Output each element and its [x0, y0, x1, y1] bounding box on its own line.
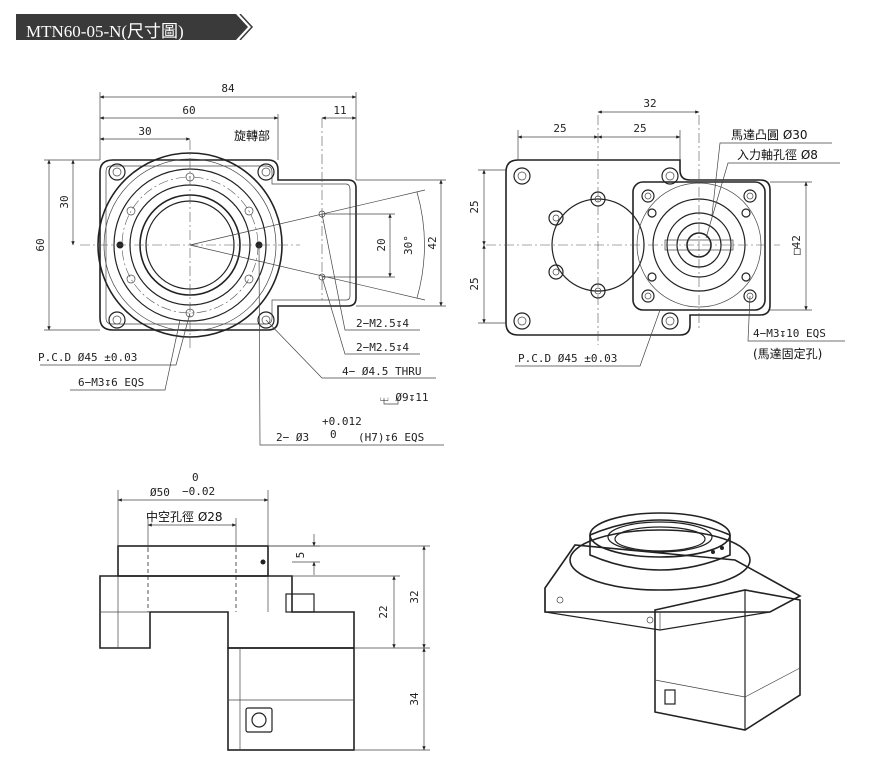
callout-m25-a: 2−M2.5↧4 — [356, 317, 409, 330]
callout-pin-hole: 2− Ø3 — [276, 431, 309, 444]
dim-32-side: 32 — [408, 590, 421, 603]
callout-motor-holes: (馬達固定孔) — [753, 346, 822, 361]
dim-5: 5 — [294, 552, 307, 559]
dim-34: 34 — [408, 692, 421, 706]
dim-22: 22 — [377, 605, 390, 618]
label-rotary-part: 旋轉部 — [234, 128, 270, 143]
label-input-shaft: 入力軸孔徑 Ø8 — [737, 148, 818, 162]
dim-42: 42 — [426, 236, 439, 249]
dim-84: 84 — [221, 82, 235, 95]
dim-25-rear-left: 25 — [553, 122, 566, 135]
isometric-view — [544, 512, 802, 731]
side-view: Ø50 0 −0.02 中空孔徑 Ø28 5 22 32 34 — [99, 471, 430, 751]
front-view: 84 60 30 11 旋轉部 60 30 20 30° 42 2−M2.5↧4… — [34, 82, 446, 446]
callout-m25-b: 2−M2.5↧4 — [356, 341, 409, 354]
dim-30-degree: 30° — [402, 235, 415, 255]
dim-32-rear: 32 — [643, 97, 656, 110]
rear-view: 32 25 25 馬達凸圓 Ø30 入力軸孔徑 Ø8 25 25 □42 P.C… — [468, 97, 845, 367]
dim-20: 20 — [375, 238, 388, 251]
dim-60-width: 60 — [182, 104, 195, 117]
dim-od50: Ø50 — [150, 486, 170, 499]
dim-od50-tol-lower: −0.02 — [182, 485, 215, 498]
callout-thru-hole: 4− Ø4.5 THRU — [342, 365, 421, 378]
dim-od50-tol-upper: 0 — [192, 471, 199, 484]
callout-m3-eqs: 6−M3↧6 EQS — [78, 376, 144, 389]
callout-counterbore: ⌴ Ø9↧11 — [380, 391, 429, 404]
callout-pin-h7: (H7)↧6 EQS — [358, 431, 424, 444]
title-badge-shape — [16, 14, 254, 40]
label-hollow-bore: 中空孔徑 Ø28 — [146, 509, 223, 524]
callout-pin-tol-upper: +0.012 — [322, 415, 362, 428]
dim-60-height: 60 — [34, 238, 47, 251]
callout-pin-tol-lower: 0 — [330, 428, 337, 441]
dim-30-height: 30 — [58, 195, 71, 208]
dim-25-rear-top: 25 — [468, 200, 481, 213]
dim-square-42: □42 — [790, 235, 803, 255]
dim-25-rear-bottom: 25 — [468, 277, 481, 290]
dim-30-width: 30 — [138, 125, 151, 138]
callout-pcd-front: P.C.D Ø45 ±0.03 — [38, 351, 137, 364]
label-motor-boss: 馬達凸圓 Ø30 — [731, 128, 808, 142]
dim-25-rear-right: 25 — [633, 122, 646, 135]
callout-m3-motor: 4−M3↧10 EQS — [753, 327, 826, 340]
callout-pcd-rear: P.C.D Ø45 ±0.03 — [518, 352, 617, 365]
dim-11: 11 — [333, 104, 346, 117]
page-title: MTN60-05-N(尺寸圖) — [26, 22, 184, 41]
